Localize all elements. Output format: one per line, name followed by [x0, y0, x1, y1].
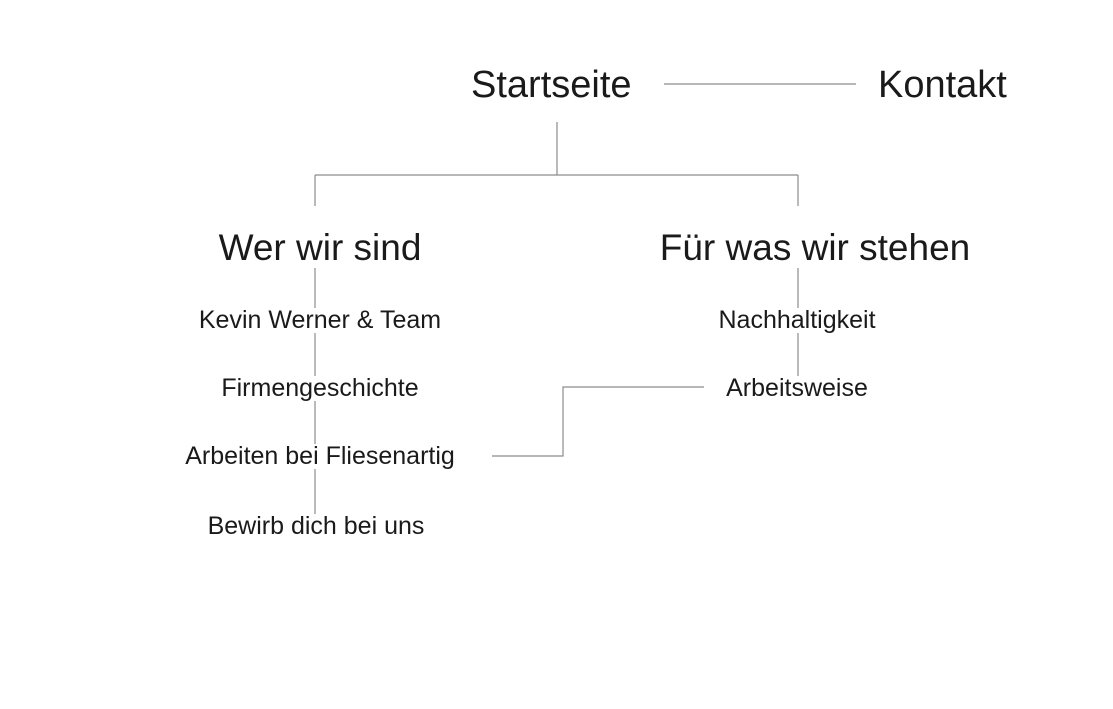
node-branch-right: Für was wir stehen	[653, 229, 977, 266]
node-page: Kevin Werner & Team	[192, 308, 448, 333]
node-page: Arbeiten bei Fliesenartig	[179, 444, 461, 469]
node-page: Bewirb dich bei uns	[201, 514, 431, 539]
node-page: Firmengeschichte	[215, 376, 425, 401]
node-page: Nachhaltigkeit	[712, 308, 882, 333]
connector-cross-link	[492, 386, 704, 457]
node-branch-left: Wer wir sind	[212, 229, 428, 266]
node-page: Arbeitsweise	[720, 376, 874, 401]
node-root: Startseite	[465, 66, 638, 104]
node-contact: Kontakt	[872, 66, 1013, 104]
